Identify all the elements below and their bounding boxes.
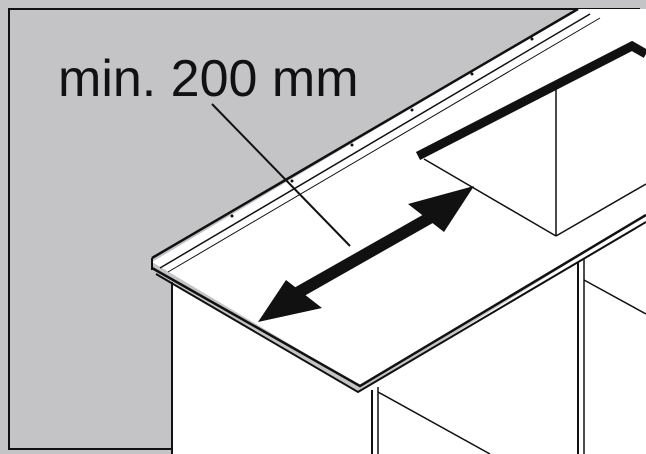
- cutout-rim: [415, 40, 646, 161]
- worktop-front-edge-lower: [155, 221, 646, 394]
- arrow-head-right: [408, 186, 474, 232]
- cutout-bottom-edge: [555, 183, 646, 237]
- worktop-front-edge: [151, 213, 646, 388]
- leader-line: [211, 103, 351, 247]
- worktop-back-edge: [151, 7, 579, 260]
- shelf-line-1: [377, 391, 491, 454]
- hob-cutout: [418, 44, 646, 238]
- worktop-back-edge-2: [159, 13, 591, 269]
- dimension-label: min. 200 mm: [58, 50, 359, 108]
- cabinet-body: [172, 215, 646, 454]
- arrow-head-left: [258, 280, 322, 322]
- shelf-line-2: [583, 279, 646, 315]
- upstand-fixings: [230, 37, 534, 218]
- worktop-back-edge-3: [167, 17, 601, 273]
- cutout-front-edge: [423, 158, 557, 237]
- dimension-arrow: [258, 186, 474, 322]
